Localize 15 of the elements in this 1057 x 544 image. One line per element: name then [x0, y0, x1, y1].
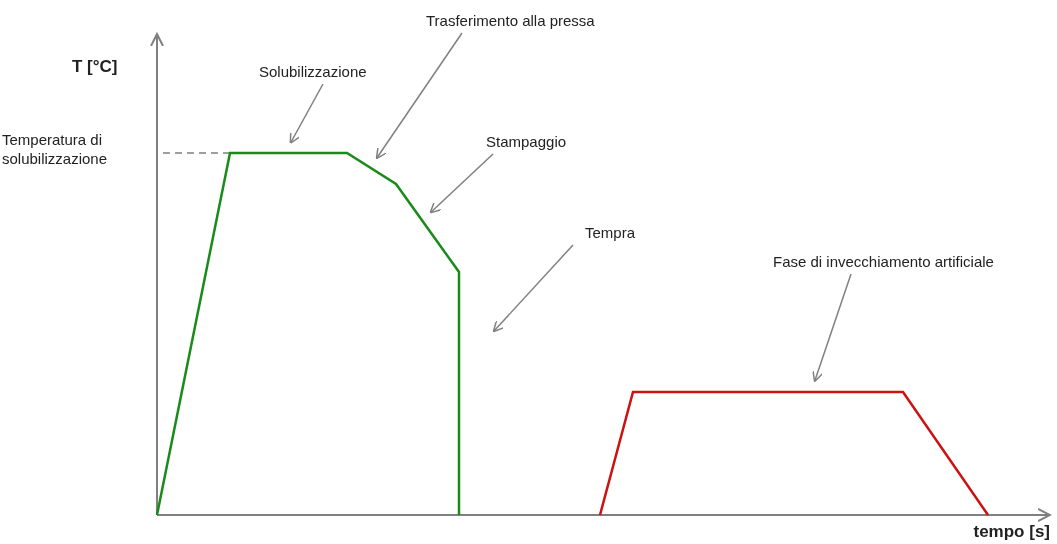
- axis-label: tempo [s]: [972, 522, 1050, 541]
- temperature-label: Temperatura di solubilizzazione: [2, 130, 109, 168]
- phase-label: Fase di invecchiamento artificiale: [773, 253, 994, 271]
- phase-label: Solubilizzazione: [259, 63, 367, 81]
- phase-label: Tempra: [585, 224, 636, 242]
- aging-curve: [598, 390, 990, 516]
- axis-label: T [°C]: [72, 57, 119, 76]
- leader-arrow: [289, 83, 324, 145]
- leader-arrow: [375, 32, 463, 160]
- temperature-curve: [155, 151, 461, 516]
- leader-arrow: [492, 244, 574, 333]
- phase-label: Trasferimento alla pressa: [426, 12, 595, 30]
- leader-arrow: [429, 153, 494, 214]
- leader-arrow: [812, 273, 852, 383]
- phase-label: Stampaggio: [486, 133, 567, 151]
